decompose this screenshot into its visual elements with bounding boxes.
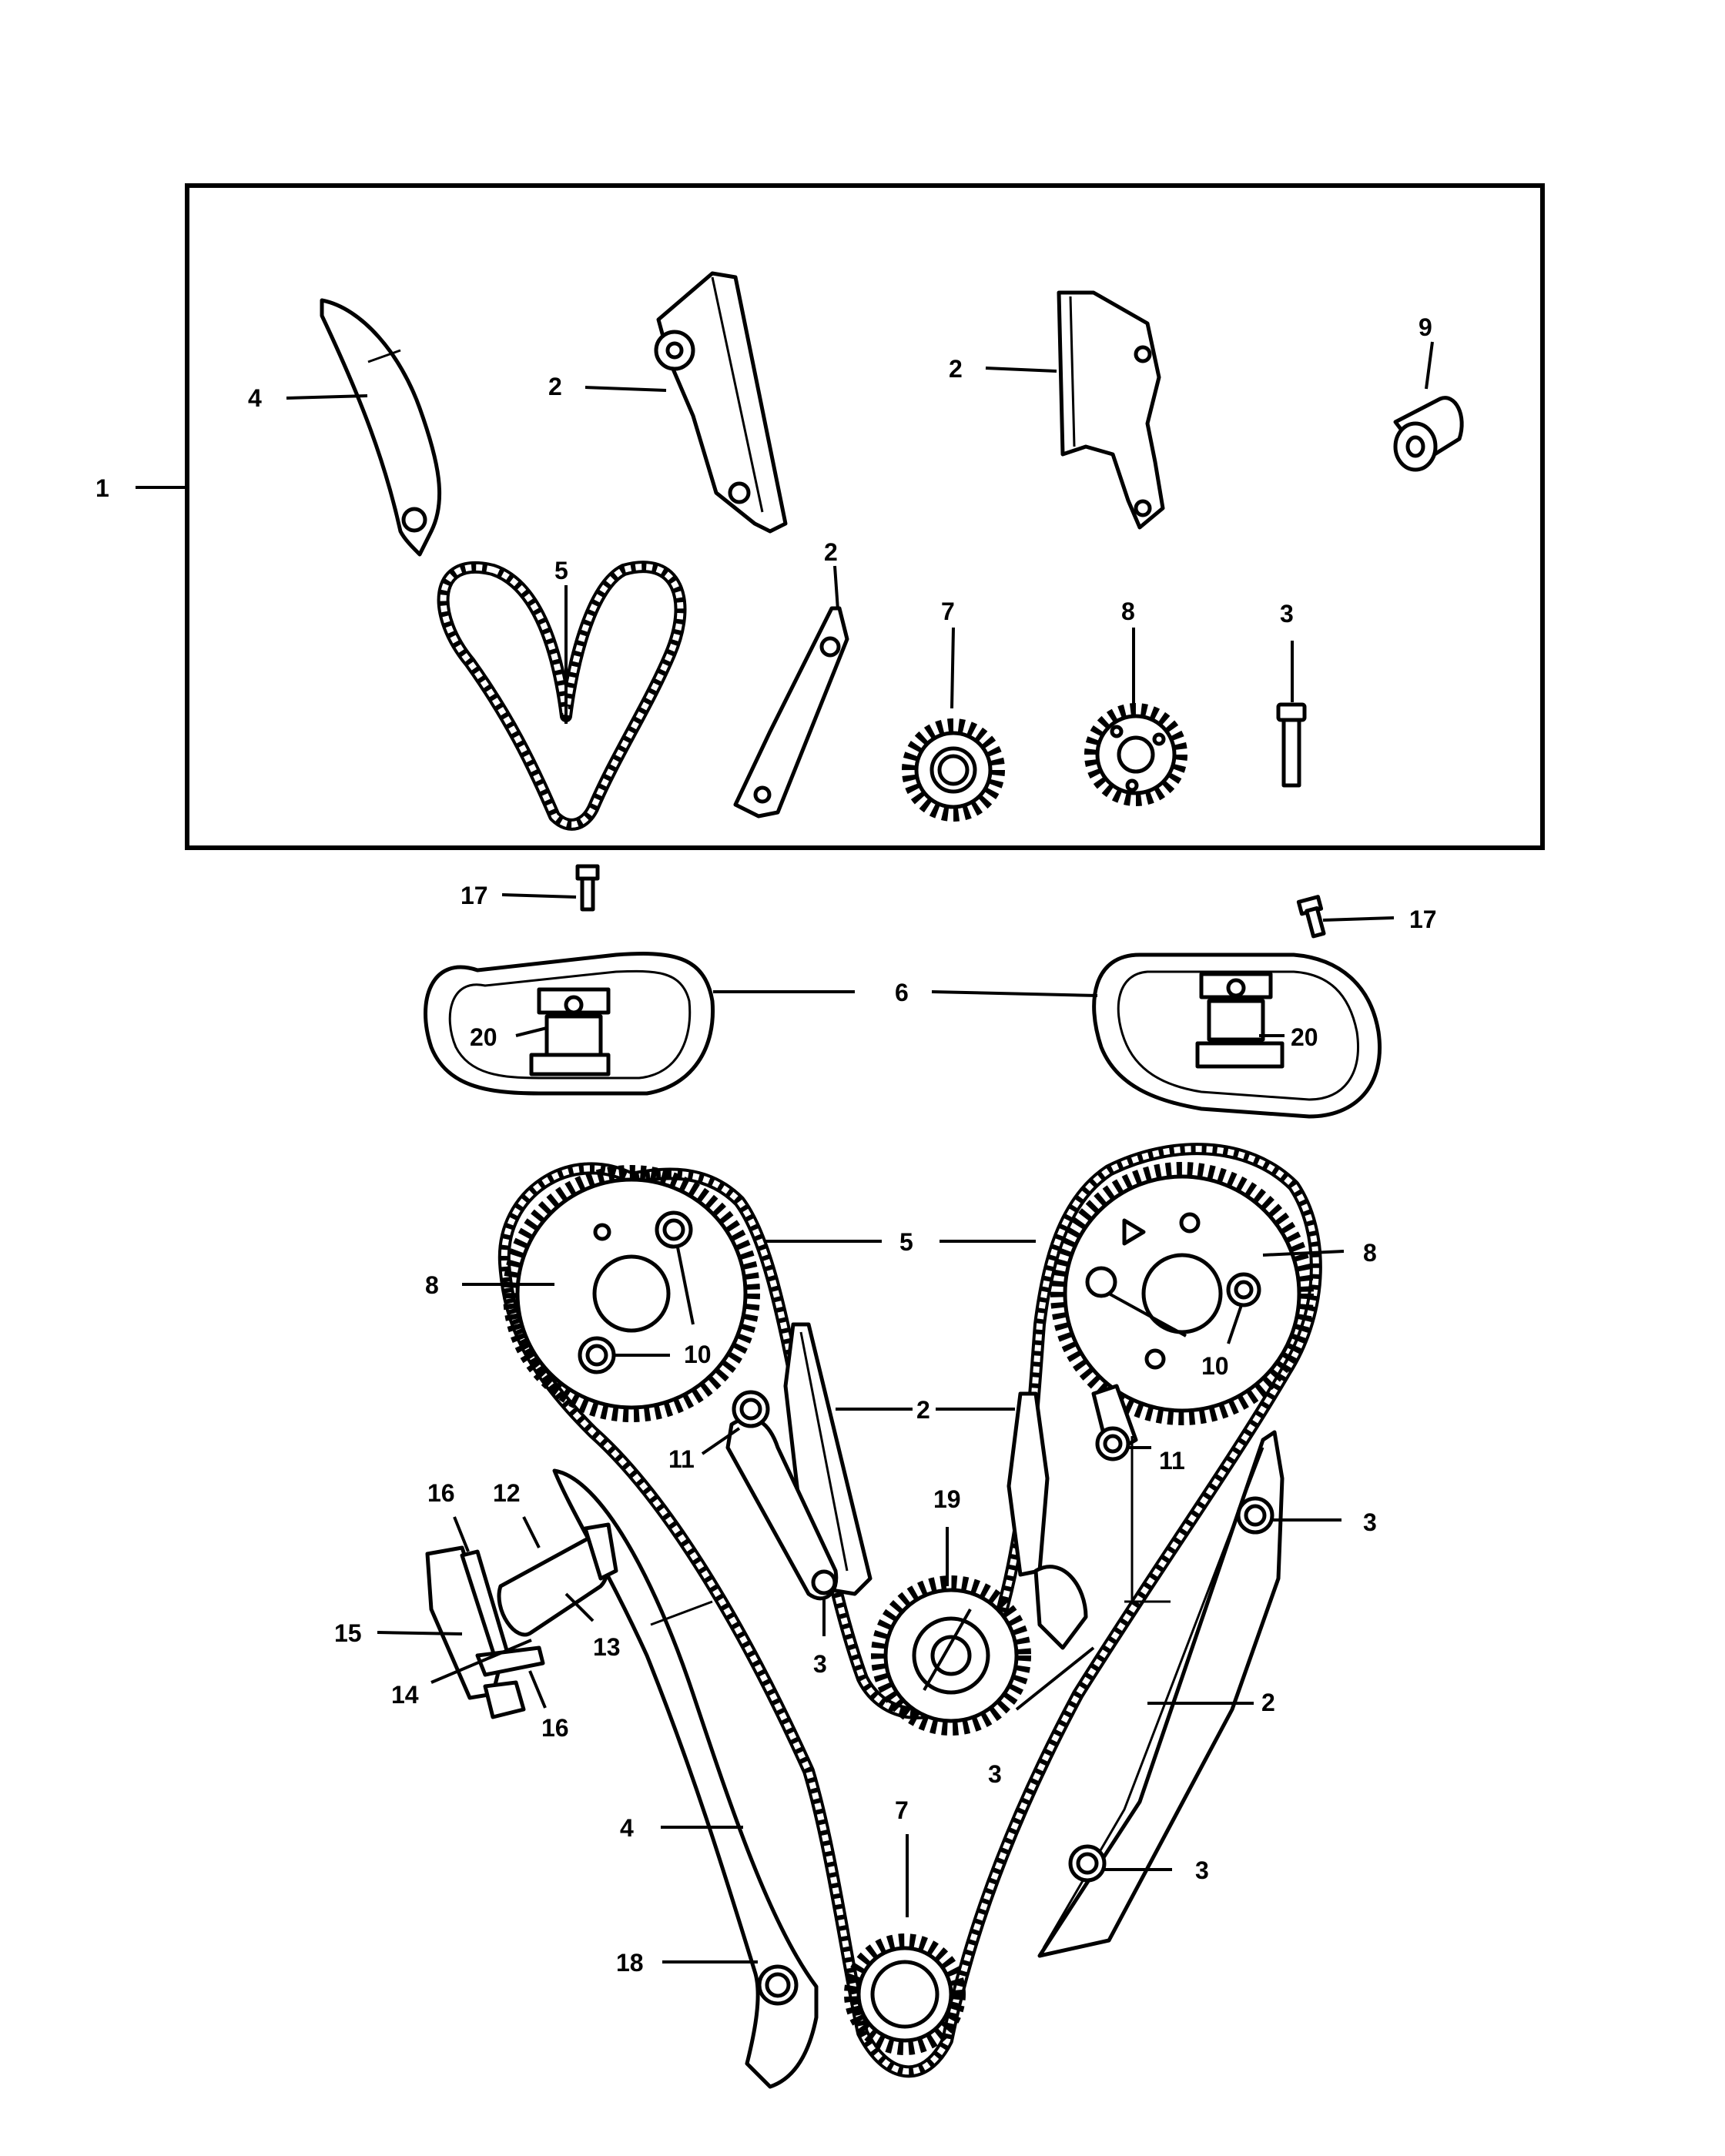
kit-guide-2-bracket: [1057, 290, 1165, 530]
callout-10-left: 10: [684, 1341, 712, 1368]
bolt-17-left: [575, 864, 600, 912]
callout-12: 12: [493, 1479, 521, 1507]
callout-20-right: 20: [1291, 1023, 1318, 1051]
kit-chain-5: [437, 561, 687, 831]
kit-bushing-9: [1393, 396, 1464, 472]
callout-15: 15: [334, 1619, 362, 1647]
callout-20-left: 20: [470, 1023, 497, 1051]
kit-bolt-3: [1276, 702, 1307, 788]
right-long-guide-2: [1037, 1430, 1285, 1958]
kit-guide-2-small: [733, 606, 849, 819]
callout-16-top: 16: [427, 1479, 455, 1507]
callout-2-kit-b: 2: [949, 355, 963, 383]
callout-8-left: 8: [425, 1271, 439, 1299]
callout-11-left: 11: [668, 1445, 695, 1473]
callout-3-main-c: 3: [1363, 1508, 1377, 1536]
callout-2-main-a: 2: [916, 1396, 930, 1424]
timing-chain-5: [497, 1143, 1322, 2078]
callout-13: 13: [593, 1633, 621, 1661]
callout-6: 6: [895, 979, 909, 1006]
kit-guide-4: [320, 298, 442, 557]
callout-1: 1: [95, 474, 109, 502]
callout-3-main-d: 3: [1195, 1856, 1209, 1884]
callout-2-main-b: 2: [1261, 1689, 1275, 1716]
callout-17-left: 17: [461, 882, 488, 909]
kit-guide-2-primary: [654, 271, 788, 534]
kit-box-frame: [185, 183, 1545, 850]
callout-7-main: 7: [895, 1796, 909, 1824]
callout-2-kit-c: 2: [824, 538, 838, 566]
right-inner-guide-2: [1007, 1391, 1088, 1650]
callout-8-kit: 8: [1121, 598, 1135, 625]
bolt-17-right: [1296, 895, 1326, 939]
callout-10-right: 10: [1201, 1352, 1229, 1380]
cam-sprocket-8-right: [1050, 1162, 1314, 1425]
callout-14: 14: [391, 1681, 419, 1709]
callout-9: 9: [1419, 313, 1432, 341]
kit-sprocket-8: [1084, 703, 1187, 806]
callout-3-main-b: 3: [988, 1760, 1002, 1788]
callout-5-kit: 5: [554, 557, 568, 584]
callout-17-right: 17: [1409, 906, 1437, 933]
callout-19: 19: [933, 1485, 961, 1513]
left-long-guide-4: [552, 1468, 819, 2089]
tensioner-6-left: [424, 952, 715, 1096]
callout-2-kit-a: 2: [548, 373, 562, 400]
callout-3-main-a: 3: [813, 1650, 827, 1678]
callout-7-kit: 7: [941, 598, 955, 625]
callout-18: 18: [616, 1949, 644, 1977]
callout-16-bottom: 16: [541, 1714, 569, 1742]
callout-4-main: 4: [620, 1814, 634, 1842]
crank-sprocket-7: [844, 1933, 966, 2055]
kit-sprocket-7: [902, 718, 1005, 822]
callout-3-kit: 3: [1280, 600, 1294, 628]
callout-5-main: 5: [899, 1228, 913, 1256]
right-pivot-11: [1091, 1384, 1171, 1603]
hydraulic-tensioner-assembly: [425, 1522, 618, 1719]
cam-sprocket-8-left: [503, 1165, 760, 1422]
left-primary-guide-2: [725, 1322, 873, 1601]
callout-11-right: 11: [1159, 1447, 1185, 1475]
callout-4-kit: 4: [248, 384, 262, 412]
callout-8-right: 8: [1363, 1239, 1377, 1267]
tensioner-6-right: [1092, 952, 1382, 1119]
